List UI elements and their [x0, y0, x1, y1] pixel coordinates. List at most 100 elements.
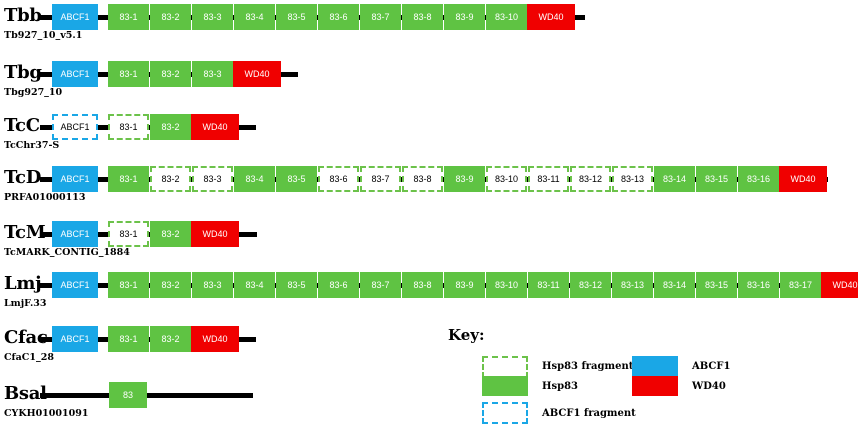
hsp83-domain: 83-15 — [696, 272, 737, 298]
hsp83-domain: 83-3 — [192, 61, 233, 87]
abcf1-domain: ABCF1 — [52, 221, 98, 247]
hsp83-domain: 83-5 — [276, 166, 317, 192]
abcf1-domain: ABCF1 — [52, 326, 98, 352]
hsp83-domain: 83-10 — [486, 4, 527, 30]
hsp83-fragment-domain: 83-7 — [360, 166, 401, 192]
species-label: Tbg — [4, 62, 42, 83]
hsp83-domain: 83-13 — [612, 272, 653, 298]
hsp83-fragment-domain: 83-2 — [150, 166, 191, 192]
hsp83-domain: 83-14 — [654, 272, 695, 298]
hsp83-fragment-domain: 83-8 — [402, 166, 443, 192]
species-label: Lmj — [4, 273, 42, 294]
hsp83-domain: 83-15 — [696, 166, 737, 192]
hsp83-domain: 83-2 — [150, 326, 191, 352]
hsp83-domain: 83-10 — [486, 272, 527, 298]
locus-label: CfaC1_28 — [4, 352, 54, 363]
hsp83-domain: 83-1 — [108, 166, 149, 192]
hsp83-domain: 83-5 — [276, 4, 317, 30]
species-label: TcC — [4, 115, 40, 136]
hsp83-domain: 83-3 — [192, 272, 233, 298]
hsp83-domain: 83-9 — [444, 272, 485, 298]
hsp83-domain: 83-7 — [360, 272, 401, 298]
hsp83-domain: 83-2 — [150, 61, 191, 87]
hsp83-domain: 83-1 — [108, 61, 149, 87]
wd40-domain: WD40 — [527, 4, 575, 30]
hsp83-fragment-domain: 83-6 — [318, 166, 359, 192]
abcf1-domain: ABCF1 — [52, 272, 98, 298]
hsp83-domain: 83-6 — [318, 4, 359, 30]
abcf1-domain: ABCF1 — [52, 166, 98, 192]
hsp83-domain: 83-16 — [738, 272, 779, 298]
hsp83-fragment-domain: 83-3 — [192, 166, 233, 192]
wd40-domain: WD40 — [191, 221, 239, 247]
key-label-abcf1: ABCF1 — [692, 361, 731, 372]
hsp83-domain: 83-3 — [192, 4, 233, 30]
locus-label: TcMARK_CONTIG_1884 — [4, 247, 130, 258]
hsp83-fragment-domain: 83-11 — [528, 166, 569, 192]
key-swatch-hsp83-fragment — [482, 356, 528, 378]
wd40-domain: WD40 — [233, 61, 281, 87]
locus-label: PRFA01000113 — [4, 192, 86, 203]
locus-label: Tb927_10_v5.1 — [4, 30, 83, 41]
key-swatch-abcf1 — [632, 356, 678, 378]
hsp83-fragment-domain: 83-1 — [108, 221, 149, 247]
hsp83-domain: 83 — [109, 382, 147, 408]
species-label: Tbb — [4, 5, 42, 26]
wd40-domain: WD40 — [191, 326, 239, 352]
hsp83-domain: 83-2 — [150, 221, 191, 247]
hsp83-domain: 83-1 — [108, 4, 149, 30]
key-title: Key: — [448, 326, 485, 344]
hsp83-domain: 83-16 — [738, 166, 779, 192]
hsp83-domain: 83-7 — [360, 4, 401, 30]
hsp83-domain: 83-2 — [150, 114, 191, 140]
hsp83-domain: 83-9 — [444, 4, 485, 30]
hsp83-domain: 83-1 — [108, 326, 149, 352]
hsp83-fragment-domain: 83-12 — [570, 166, 611, 192]
hsp83-domain: 83-4 — [234, 4, 275, 30]
abcf1-domain: ABCF1 — [52, 4, 98, 30]
key-label-abcf1-fragment: ABCF1 fragment — [542, 408, 636, 419]
locus-label: TcChr37-S — [4, 140, 60, 151]
key-label-hsp83-fragment: Hsp83 fragment — [542, 361, 634, 372]
species-label: Cfac — [4, 327, 48, 348]
hsp83-domain: 83-8 — [402, 4, 443, 30]
species-label: TcM — [4, 222, 46, 243]
hsp83-domain: 83-4 — [234, 166, 275, 192]
locus-label: Tbg927_10 — [4, 87, 63, 98]
wd40-domain: WD40 — [779, 166, 827, 192]
hsp83-domain: 83-4 — [234, 272, 275, 298]
hsp83-fragment-domain: 83-13 — [612, 166, 653, 192]
species-label: Bsal — [4, 383, 47, 404]
hsp83-domain: 83-14 — [654, 166, 695, 192]
hsp83-fragment-domain: 83-1 — [108, 114, 149, 140]
key-label-wd40: WD40 — [692, 381, 726, 392]
hsp83-domain: 83-2 — [150, 4, 191, 30]
hsp83-domain: 83-11 — [528, 272, 569, 298]
legend-key: Key: Hsp83 fragment ABCF1 Hsp83 WD40 ABC… — [440, 320, 800, 424]
wd40-domain: WD40 — [821, 272, 858, 298]
hsp83-domain: 83-5 — [276, 272, 317, 298]
locus-label: CYKH01001091 — [4, 408, 89, 419]
species-label: TcD — [4, 167, 41, 188]
key-swatch-wd40 — [632, 376, 678, 396]
hsp83-domain: 83-9 — [444, 166, 485, 192]
domain-track: 83 — [0, 382, 858, 410]
hsp83-domain: 83-1 — [108, 272, 149, 298]
wd40-domain: WD40 — [191, 114, 239, 140]
hsp83-domain: 83-6 — [318, 272, 359, 298]
locus-label: LmjF.33 — [4, 298, 47, 309]
hsp83-domain: 83-2 — [150, 272, 191, 298]
hsp83-domain: 83-8 — [402, 272, 443, 298]
hsp83-fragment-domain: 83-10 — [486, 166, 527, 192]
key-swatch-abcf1-fragment — [482, 402, 528, 424]
hsp83-domain: 83-17 — [780, 272, 821, 298]
abcf1-domain: ABCF1 — [52, 61, 98, 87]
